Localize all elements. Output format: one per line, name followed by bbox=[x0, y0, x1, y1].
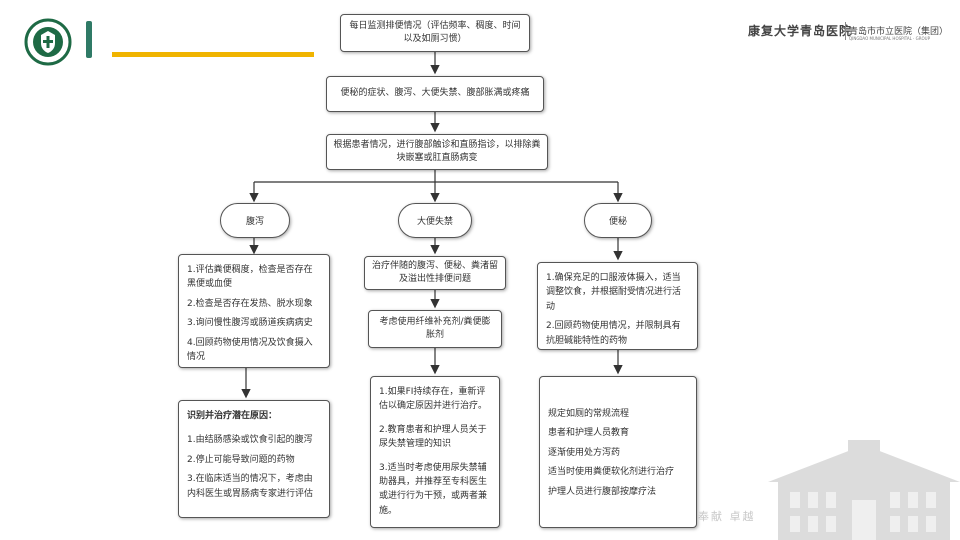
list-item: 4.回顾药物使用情况及饮食摄入情况 bbox=[187, 337, 313, 362]
list-item: 逐渐使用处方泻药 bbox=[548, 447, 621, 458]
incontinence-fiber-box: 考虑使用纤维补充剂/粪便膨胀剂 bbox=[368, 310, 502, 348]
causes-heading: 识别并治疗潜在原因： bbox=[187, 411, 278, 421]
incontinence-actions-list: 1.如果FI持续存在，重新评估以确定原因并进行治疗。 2.教育患者和护理人员关于… bbox=[370, 376, 500, 528]
constipation-measures-list: 规定如厕的常规流程 患者和护理人员教育 逐渐使用处方泻药 适当时使用粪便软化剂进… bbox=[539, 376, 697, 528]
branch-constipation: 便秘 bbox=[584, 203, 652, 238]
watermark-slogan: 奉献 卓越 bbox=[698, 510, 756, 523]
flow-step-monitoring: 每日监测排便情况（评估频率、稠度、时间以及如厕习惯） bbox=[340, 14, 530, 52]
branch-incontinence: 大便失禁 bbox=[398, 203, 472, 238]
list-item: 1.由结肠感染或饮食引起的腹泻 bbox=[187, 435, 313, 446]
accent-rule bbox=[112, 52, 314, 57]
header-divider bbox=[845, 22, 846, 40]
list-item: 1.如果FI持续存在，重新评估以确定原因并进行治疗。 bbox=[379, 387, 488, 412]
diarrhea-assessment-list: 1.评估粪便稠度，检查是否存在黑便或血便 2.检查是否存在发热、脱水现象 3.询… bbox=[178, 254, 330, 368]
hospital-name: 康复大学青岛医院 bbox=[748, 24, 853, 38]
constipation-care-list: 1.确保充足的口服液体摄入，适当调整饮食，并根据耐受情况进行活动 2.回顾药物使… bbox=[537, 262, 698, 350]
list-item: 1.评估粪便稠度，检查是否存在黑便或血便 bbox=[187, 265, 313, 290]
branch-diarrhea: 腹泻 bbox=[220, 203, 290, 238]
list-item: 3.适当时考虑使用尿失禁辅助器具，并推荐至专科医生或进行行为干预，或两者兼施。 bbox=[379, 462, 488, 516]
list-item: 2.回顾药物使用情况，并限制具有抗胆碱能特性的药物 bbox=[546, 321, 681, 346]
hospital-english-name: QINGDAO MUNICIPAL HOSPITAL · GROUP bbox=[849, 36, 930, 41]
building-watermark bbox=[768, 440, 960, 540]
list-item: 1.确保充足的口服液体摄入，适当调整饮食，并根据耐受情况进行活动 bbox=[546, 273, 682, 312]
incontinence-treat-box: 治疗伴随的腹泻、便秘、粪渚留及溢出性排便问题 bbox=[364, 256, 506, 290]
list-item: 2.停止可能导致问题的药物 bbox=[187, 454, 295, 465]
flow-step-examination: 根据患者情况，进行腹部触诊和直肠指诊，以排除粪块嵌塞或肛直肠病变 bbox=[326, 134, 548, 170]
flow-step-symptoms: 便秘的症状、腹泻、大便失禁、腹部胀满或疼痛 bbox=[326, 76, 544, 112]
list-item: 患者和护理人员教育 bbox=[548, 428, 630, 439]
list-item: 3.询问慢性腹泻或肠道疾病病史 bbox=[187, 318, 313, 329]
hospital-subname: 青岛市市立医院（集团） bbox=[849, 27, 949, 37]
list-item: 适当时使用粪便软化剂进行治疗 bbox=[548, 467, 675, 478]
diarrhea-causes-list: 识别并治疗潜在原因： 1.由结肠感染或饮食引起的腹泻 2.停止可能导致问题的药物… bbox=[178, 400, 330, 518]
list-item: 护理人员进行腹部按摩疗法 bbox=[548, 486, 657, 497]
hospital-logo bbox=[24, 18, 72, 66]
list-item: 2.教育患者和护理人员关于尿失禁管理的知识 bbox=[379, 424, 487, 450]
list-item: 2.检查是否存在发热、脱水现象 bbox=[187, 298, 313, 309]
list-item: 规定如厕的常规流程 bbox=[548, 409, 630, 419]
list-item: 3.在临床适当的情况下，考虑由内科医生或胃肠病专家进行评估 bbox=[187, 474, 314, 499]
brand-bar bbox=[86, 21, 92, 58]
